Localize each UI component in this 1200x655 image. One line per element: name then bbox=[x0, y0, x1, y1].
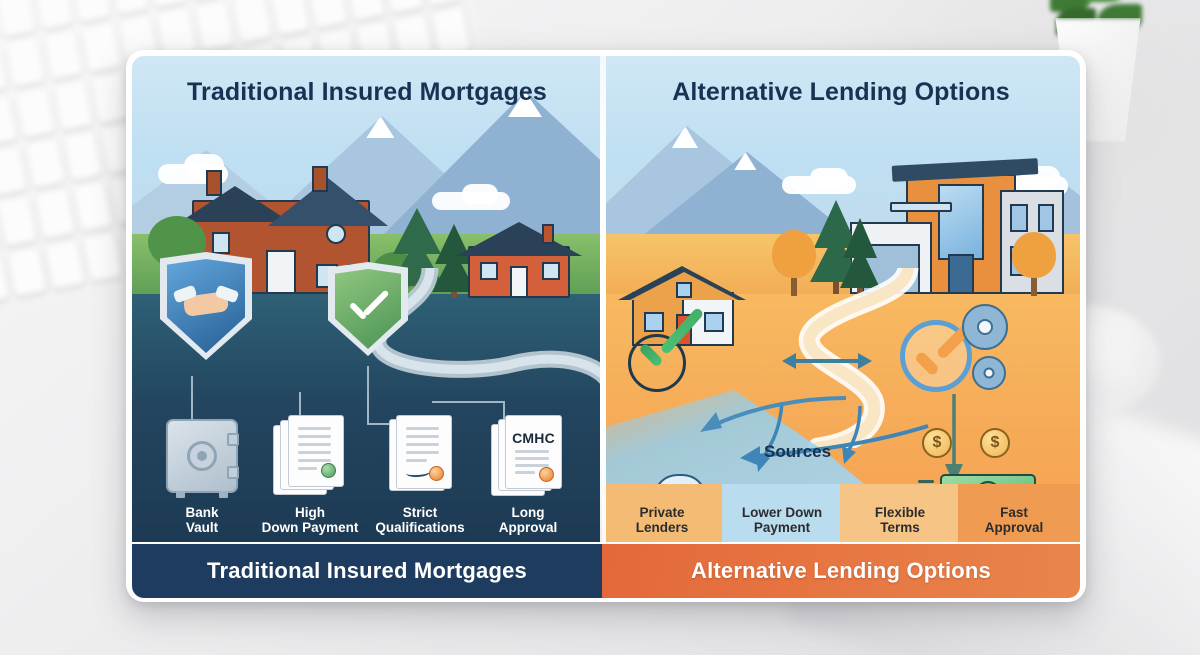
handshake-shield-icon bbox=[160, 252, 252, 360]
flow-arrow-icon bbox=[700, 396, 847, 432]
check-gears-icon bbox=[900, 304, 1020, 408]
item-label: Private Lenders bbox=[602, 505, 722, 536]
autumn-tree-icon bbox=[1012, 232, 1056, 296]
label-line-1: Private bbox=[639, 504, 685, 520]
sources-label: Sources bbox=[764, 442, 832, 461]
label-line-2: Down Payment bbox=[261, 520, 359, 536]
label-line-2: Approval bbox=[498, 520, 558, 536]
label-line-2: Vault bbox=[185, 520, 219, 536]
cmhc-label: CMHC bbox=[512, 429, 555, 446]
orange-seal-icon bbox=[429, 465, 444, 481]
infographic-card: Traditional Insured Mortgages bbox=[126, 50, 1086, 602]
signature-icon bbox=[405, 467, 431, 478]
documents-icon bbox=[273, 414, 347, 499]
autumn-tree-icon bbox=[772, 230, 816, 296]
label-line-1: Fast bbox=[1000, 504, 1028, 520]
label-line-1: Strict bbox=[402, 504, 438, 520]
item-private-lenders[interactable]: Private Lenders bbox=[602, 505, 722, 536]
curved-arrow-icon bbox=[842, 406, 862, 464]
modern-house-icon bbox=[850, 158, 1066, 296]
item-strict-qualifications[interactable]: Strict Qualifications bbox=[360, 414, 480, 536]
cloud-icon bbox=[810, 168, 848, 188]
small-orange-house-icon bbox=[618, 266, 746, 346]
label-line-2: Approval bbox=[984, 520, 1044, 536]
item-label: Flexible Terms bbox=[840, 505, 960, 536]
banner-label: Traditional Insured Mortgages bbox=[207, 558, 527, 583]
label-line-2: Lenders bbox=[635, 520, 689, 536]
label-line-1: Long bbox=[511, 504, 545, 520]
bottom-banners: Traditional Insured Mortgages Alternativ… bbox=[132, 544, 1080, 598]
label-line-1: High bbox=[295, 504, 325, 520]
bank-vault-icon bbox=[166, 418, 239, 498]
right-items-row: Private Lenders Lower Down Payment Flexi… bbox=[602, 418, 1080, 542]
label-line-2: Qualifications bbox=[375, 520, 465, 536]
panel-divider bbox=[600, 56, 606, 542]
label-line-2: Payment bbox=[753, 520, 811, 536]
item-label: High Down Payment bbox=[250, 505, 370, 536]
left-panel-title: Traditional Insured Mortgages bbox=[187, 78, 547, 106]
item-label: Bank Vault bbox=[142, 505, 262, 536]
gear-large-icon bbox=[962, 304, 1008, 350]
infographic-canvas: Traditional Insured Mortgages bbox=[132, 56, 1080, 598]
green-check-glyph-icon bbox=[634, 306, 708, 384]
path-svg bbox=[798, 257, 919, 459]
banner-label: Alternative Lending Options bbox=[691, 558, 991, 583]
banner-alternative: Alternative Lending Options bbox=[602, 544, 1080, 598]
item-label: Fast Approval bbox=[954, 505, 1074, 536]
signed-document-icon bbox=[383, 414, 457, 499]
item-long-approval[interactable]: CMHC Long Approval bbox=[468, 414, 588, 536]
right-label-band bbox=[602, 484, 1080, 542]
small-red-house-icon bbox=[456, 222, 582, 298]
gear-small-icon bbox=[972, 356, 1006, 390]
coin-icon: $ bbox=[922, 428, 952, 458]
right-panel-title: Alternative Lending Options bbox=[672, 78, 1010, 106]
item-bank-vault[interactable]: Bank Vault bbox=[142, 418, 262, 536]
winding-path bbox=[698, 257, 1018, 459]
dollar-sign: $ bbox=[932, 434, 942, 451]
item-fast-approval[interactable]: Fast Approval bbox=[954, 505, 1074, 536]
green-seal-icon bbox=[321, 462, 336, 478]
item-label: Long Approval bbox=[468, 505, 588, 536]
double-arrow-icon bbox=[782, 353, 872, 369]
banner-traditional: Traditional Insured Mortgages bbox=[132, 544, 602, 598]
checkmark-shield-icon bbox=[328, 262, 408, 356]
right-panel: Alternative Lending Options bbox=[602, 56, 1080, 542]
pine-tree-icon bbox=[840, 218, 880, 296]
orange-seal-icon bbox=[539, 466, 554, 482]
left-items-row: Bank Vault bbox=[132, 414, 602, 542]
flow-arrow-icon bbox=[740, 424, 929, 466]
green-check-icon bbox=[628, 334, 686, 392]
cmhc-document-icon: CMHC bbox=[491, 414, 565, 499]
label-line-1: Lower Down bbox=[741, 504, 823, 520]
item-high-down-payment[interactable]: High Down Payment bbox=[250, 414, 370, 536]
item-lower-down-payment[interactable]: Lower Down Payment bbox=[722, 505, 842, 536]
label-line-1: Bank bbox=[185, 504, 219, 520]
item-label: Strict Qualifications bbox=[360, 505, 480, 536]
dollar-sign: $ bbox=[990, 434, 1000, 451]
coin-icon: $ bbox=[980, 428, 1010, 458]
label-line-1: Flexible bbox=[874, 504, 926, 520]
label-line-2: Terms bbox=[880, 520, 920, 536]
left-panel: Traditional Insured Mortgages bbox=[132, 56, 602, 542]
cloud-icon bbox=[462, 184, 498, 204]
item-flexible-terms[interactable]: Flexible Terms bbox=[840, 505, 960, 536]
item-label: Lower Down Payment bbox=[722, 505, 842, 536]
